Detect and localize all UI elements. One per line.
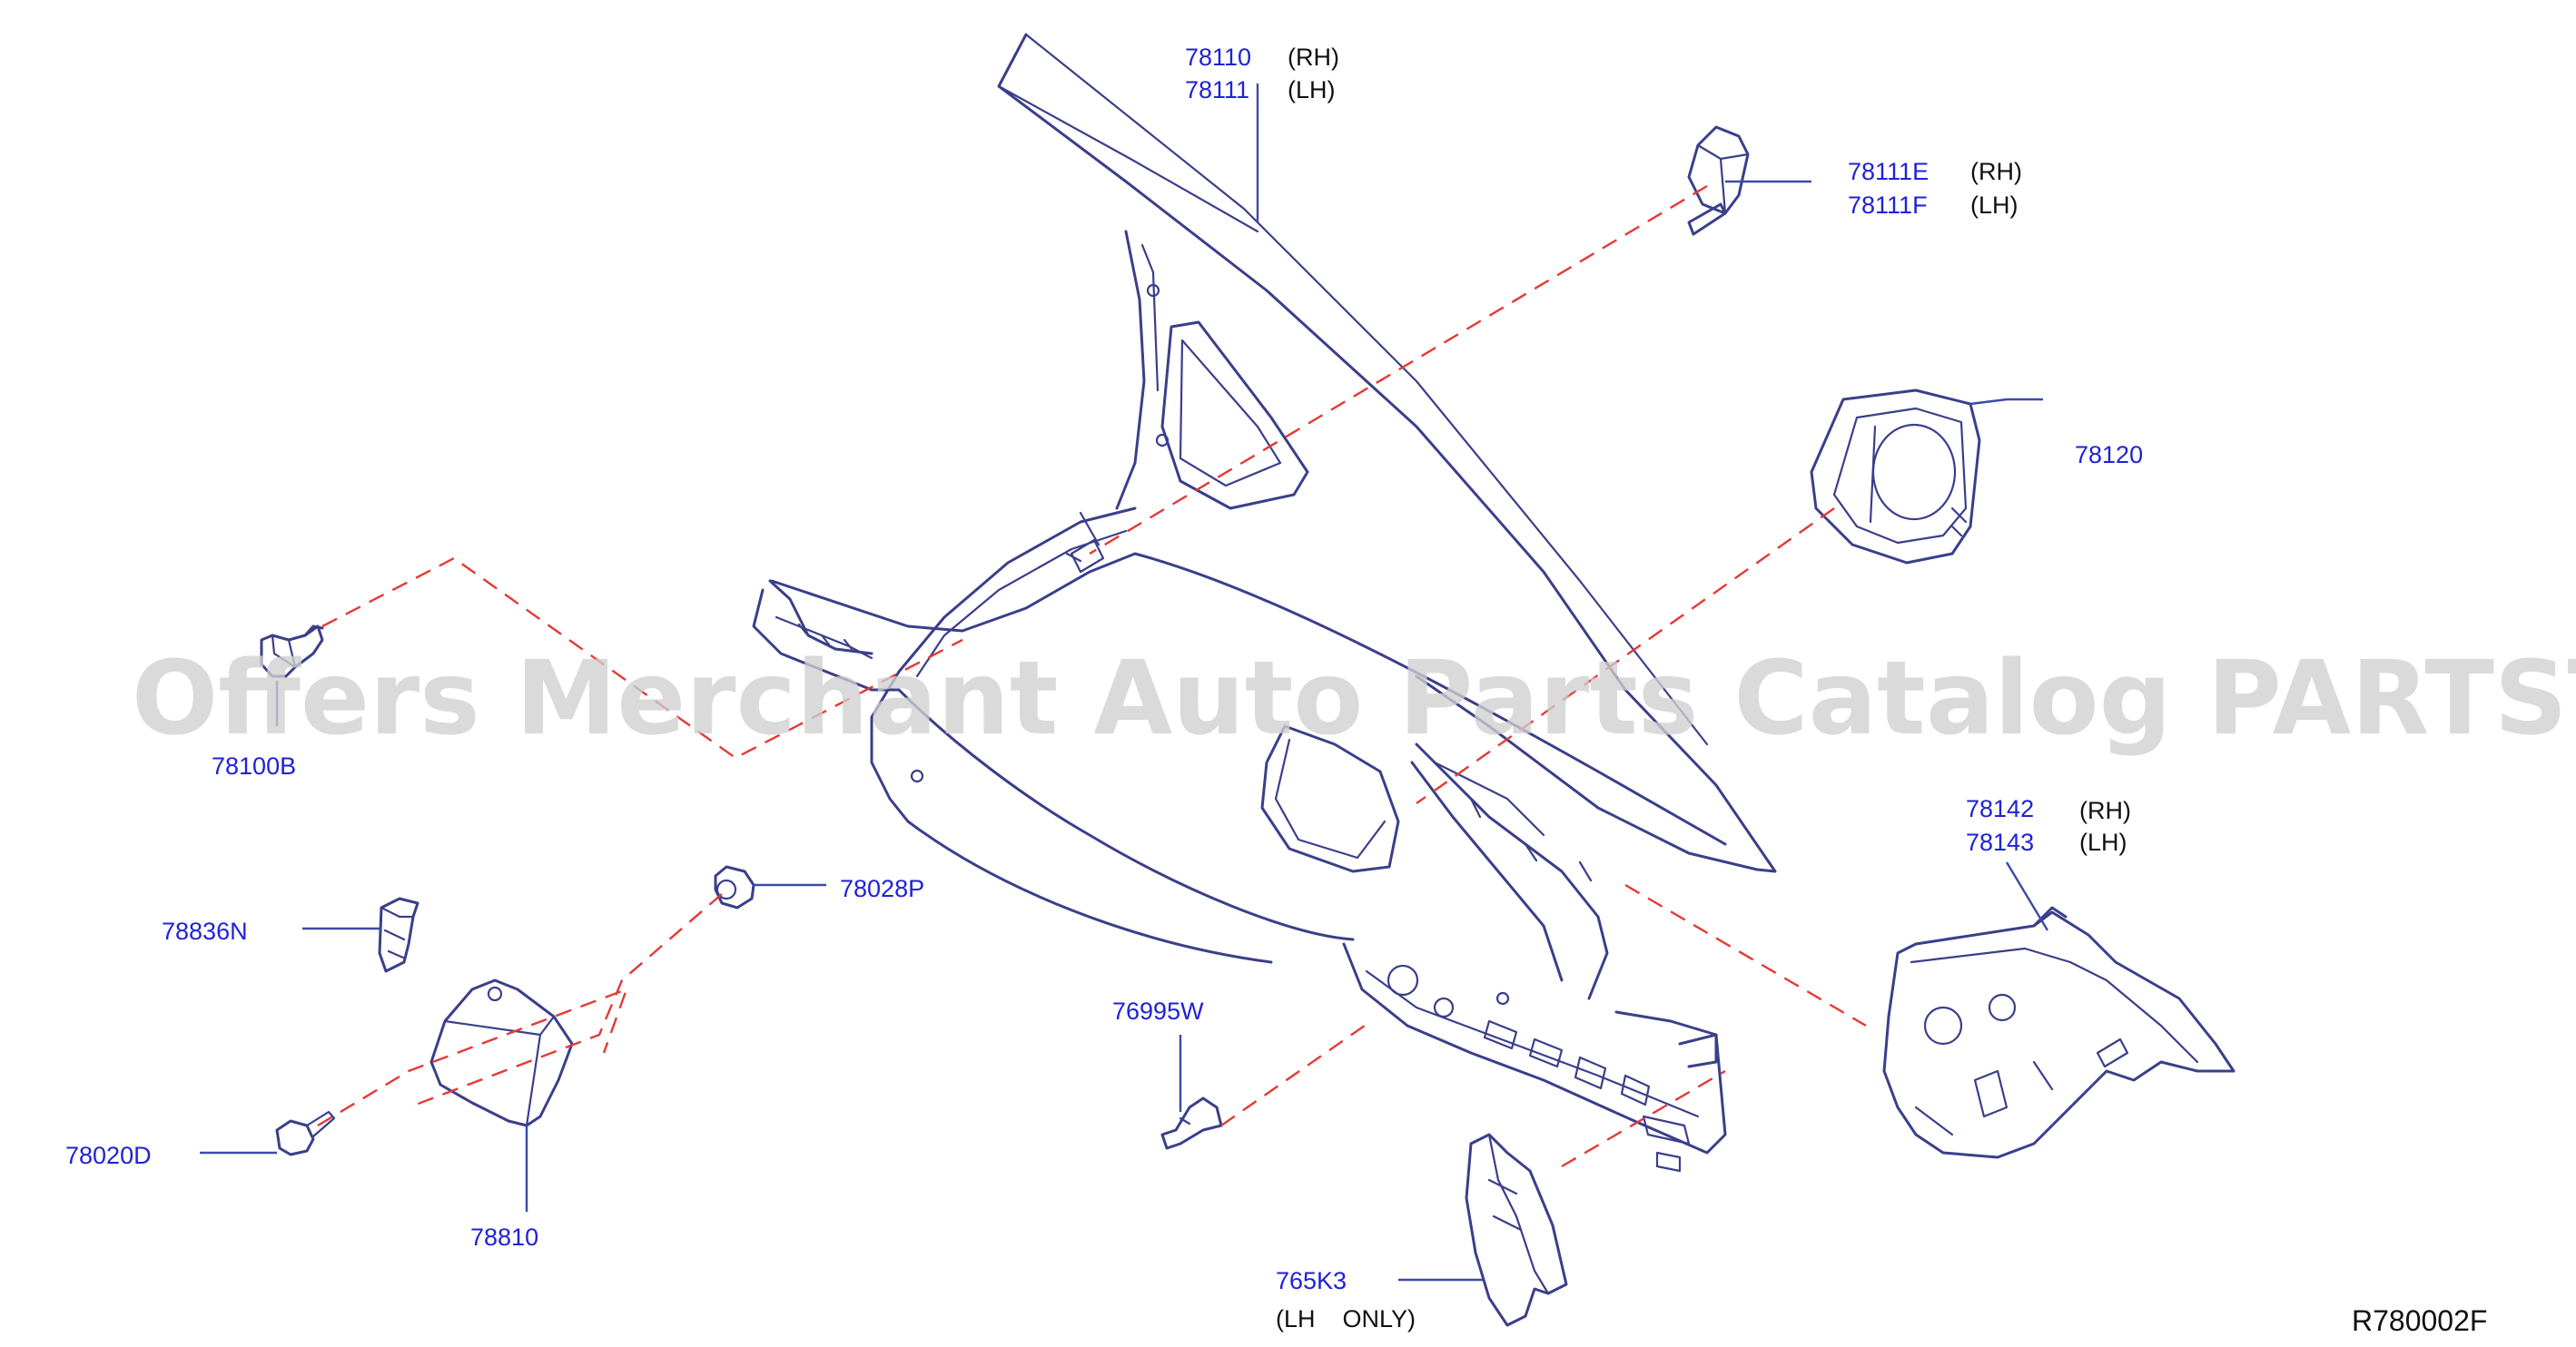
bumper-78028p-drawing (714, 865, 755, 909)
part-number-78142[interactable]: 78142 (1966, 795, 2034, 822)
part-number-76995w[interactable]: 76995W (1112, 998, 1204, 1025)
part-number-78110[interactable]: 78110 (1185, 44, 1251, 71)
part-number-78020d[interactable]: 78020D (65, 1142, 152, 1169)
clip-78836n-drawing (378, 897, 419, 973)
callout-labels: 78110 (RH) 78111 (LH) 78111E (RH) 78111F… (65, 44, 2143, 1332)
leader-lines (200, 84, 2049, 1282)
screw-78020d-drawing (275, 1110, 336, 1156)
part-number-78111[interactable]: 78111 (1185, 76, 1249, 103)
bracket-76995w-drawing (1160, 1096, 1223, 1150)
part-number-765k3[interactable]: 765K3 (1276, 1267, 1347, 1294)
part-number-78111e[interactable]: 78111E (1848, 158, 1929, 185)
grommet-78100b-drawing (260, 624, 324, 678)
part-number-78836n[interactable]: 78836N (162, 918, 248, 945)
side-label-78110: (RH) (1288, 44, 1339, 71)
bracket-765k3-drawing (1465, 1133, 1568, 1327)
side-label-78111e: (RH) (1970, 158, 2022, 185)
part-number-78143[interactable]: 78143 (1966, 829, 2034, 856)
side-label-78111: (LH) (1288, 76, 1336, 103)
part-number-78028p[interactable]: 78028P (840, 875, 924, 902)
part-number-78111f[interactable]: 78111F (1848, 192, 1928, 219)
bracket-78111e-drawing (1687, 125, 1750, 236)
side-label-78142: (RH) (2079, 797, 2131, 824)
diagram-reference-code: R780002F (2352, 1304, 2487, 1337)
part-number-78810[interactable]: 78810 (470, 1224, 538, 1251)
part-number-78120[interactable]: 78120 (2075, 441, 2143, 468)
lh-only-note: (LH ONLY) (1276, 1305, 1416, 1332)
filler-pocket-78120-drawing (1810, 388, 1981, 565)
part-number-78100b[interactable]: 78100B (212, 752, 296, 780)
side-label-78143: (LH) (2079, 829, 2127, 856)
alignment-lines (317, 184, 1867, 1168)
watermark-text: Offers Merchant Auto Parts Catalog PARTS… (132, 640, 2576, 758)
fuel-lid-78810-drawing (429, 978, 574, 1127)
inner-panel-78142-drawing (1882, 906, 2235, 1159)
quarter-panel-drawing (752, 33, 1777, 1173)
side-label-78111f: (LH) (1970, 192, 2018, 219)
